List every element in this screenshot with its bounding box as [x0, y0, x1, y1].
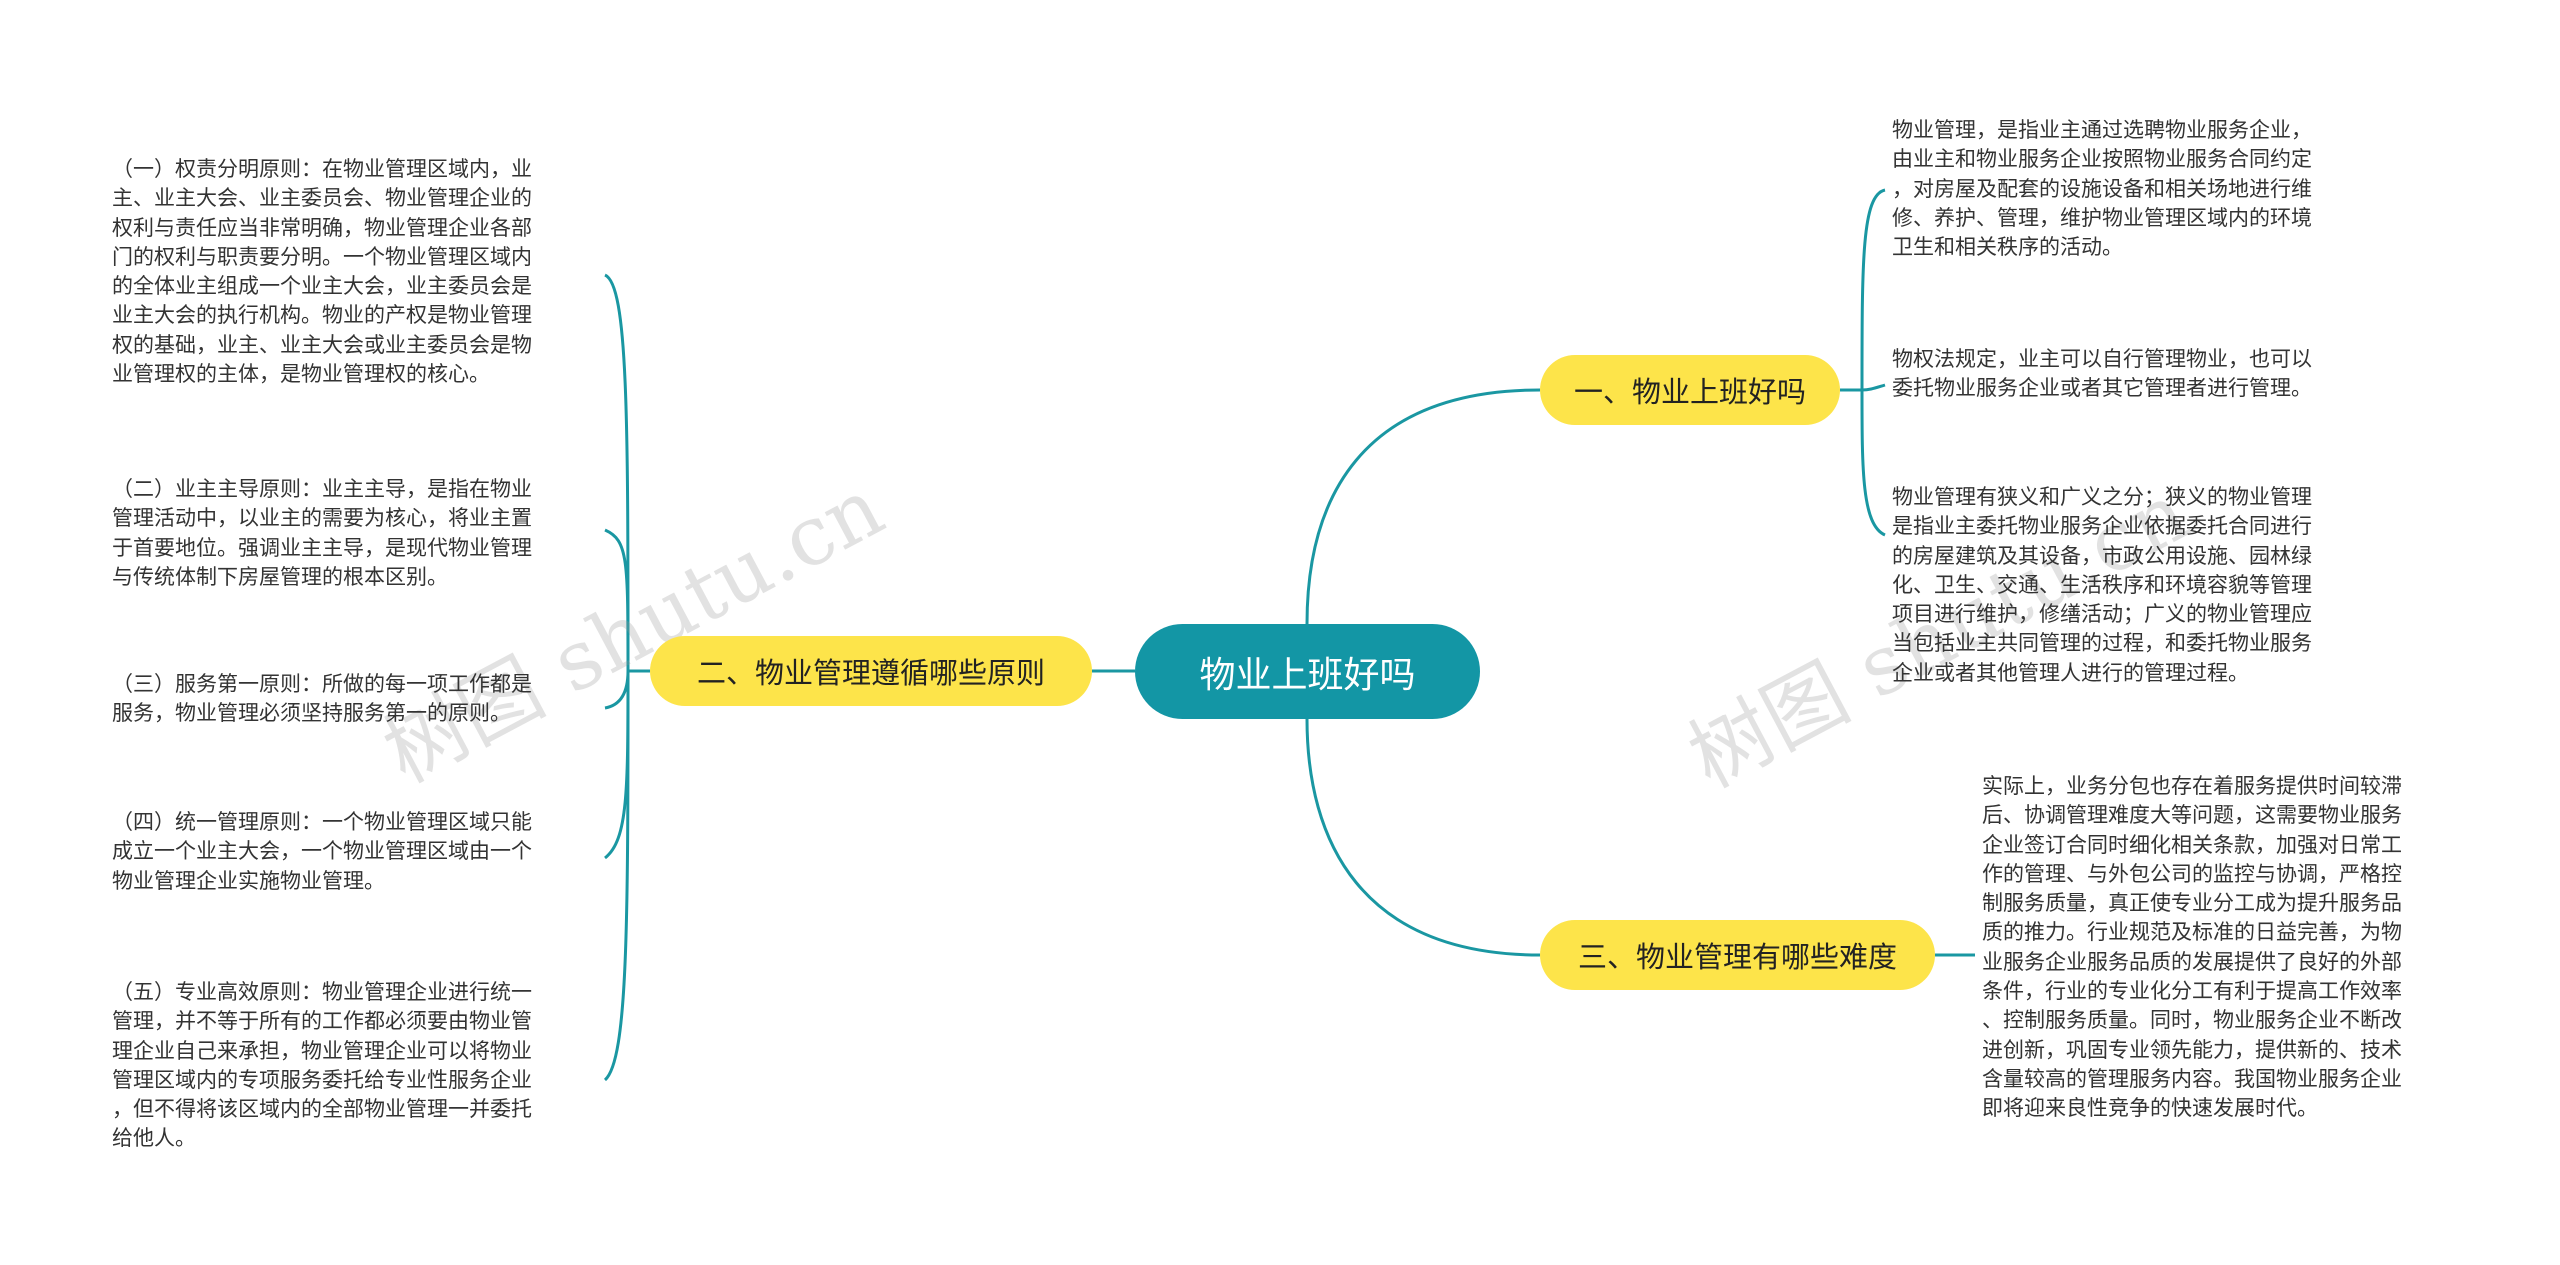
- leaf-text: 实际上，业务分包也存在着服务提供时间较滞 后、协调管理难度大等问题，这需要物业服…: [1982, 775, 2402, 1121]
- leaf-text: 物业管理有狭义和广义之分；狭义的物业管理 是指业主委托物业服务企业依据委托合同进…: [1892, 486, 2312, 685]
- leaf-text: （五）专业高效原则：物业管理企业进行统一 管理，并不等于所有的工作都必须要由物业…: [112, 981, 532, 1151]
- connector-branch-1-leaf-3: [1860, 389, 1886, 537]
- connector-branch-2-leaf-3: [604, 670, 630, 710]
- leaf-text: （四）统一管理原则：一个物业管理区域只能 成立一个业主大会，一个物业管理区域由一…: [112, 811, 532, 893]
- leaf-text: （三）服务第一原则：所做的每一项工作都是 服务，物业管理必须坚持服务第一的原则。: [112, 673, 532, 726]
- connector-branch-2-leaf-4: [604, 670, 630, 860]
- connector-branch-1-leaf-1: [1860, 188, 1886, 391]
- root-topic[interactable]: 物业上班好吗: [1135, 624, 1480, 719]
- connector-branch-1-leaf-2: [1861, 383, 1886, 392]
- leaf-text: 物业管理，是指业主通过选聘物业服务企业， 由业主和物业服务企业按照物业服务合同约…: [1892, 119, 2312, 260]
- leaf-text: 物权法规定，业主可以自行管理物业，也可以 委托物业服务企业或者其它管理者进行管理…: [1892, 348, 2312, 401]
- leaf-text: （二）业主主导原则：业主主导，是指在物业 管理活动中，以业主的需要为核心，将业主…: [112, 478, 532, 589]
- branch-topic-2[interactable]: 二、物业管理遵循哪些原则: [650, 636, 1092, 706]
- connector-root-branch-1: [1305, 388, 1541, 625]
- branch-topic-3[interactable]: 三、物业管理有哪些难度: [1540, 920, 1935, 990]
- connector-root-branch-3: [1305, 718, 1541, 957]
- leaf-text: （一）权责分明原则：在物业管理区域内，业 主、业主大会、业主委员会、物业管理企业…: [112, 158, 532, 387]
- connector-branch-2-leaf-2: [604, 528, 630, 672]
- branch-topic-1[interactable]: 一、物业上班好吗: [1540, 355, 1840, 425]
- connector-branch-2-leaf-1: [604, 273, 630, 672]
- connector-branch-2-leaf-5: [603, 670, 630, 1082]
